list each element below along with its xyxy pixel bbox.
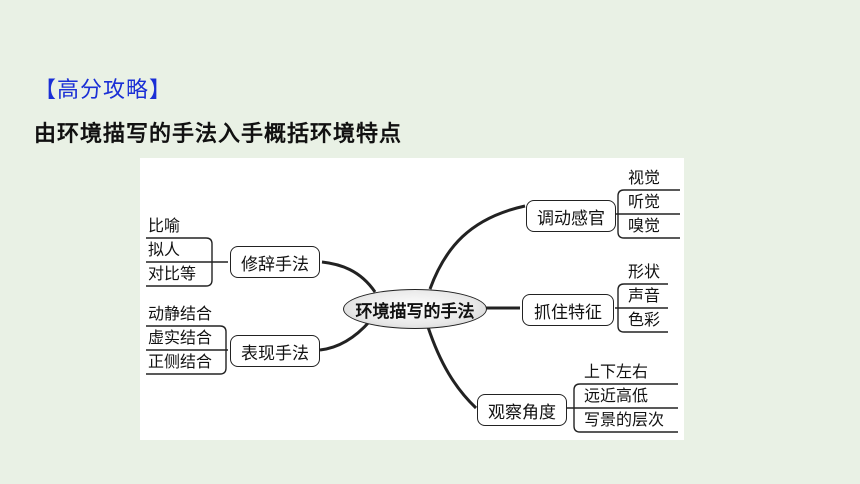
leaf-rhetoric-1: 比喻 (148, 216, 181, 235)
leaf-perspective-1: 上下左右 (584, 362, 649, 381)
leaf-rhetoric-2: 拟人 (148, 240, 181, 259)
leaf-senses-1: 视觉 (628, 168, 661, 187)
leaf-features-1: 形状 (628, 262, 661, 281)
leaf-features-3: 色彩 (628, 310, 661, 329)
leaf-expression-1: 动静结合 (148, 304, 213, 323)
connector-lines (146, 189, 680, 433)
branch-rhetoric: 修辞手法 (230, 246, 320, 278)
branch-features: 抓住特征 (522, 294, 614, 326)
section-subtitle: 由环境描写的手法入手概括环境特点 (34, 122, 403, 147)
leaf-expression-3: 正侧结合 (148, 352, 213, 371)
section-heading: 【高分攻略】 (34, 78, 173, 103)
center-node: 环境描写的手法 (343, 289, 487, 329)
branch-perspective: 观察角度 (477, 394, 567, 426)
leaf-senses-3: 嗅觉 (628, 216, 661, 235)
leaf-features-2: 声音 (628, 286, 661, 305)
leaf-senses-2: 听觉 (628, 192, 661, 211)
branch-senses: 调动感官 (526, 200, 616, 232)
mind-map-diagram: 环境描写的手法 修辞手法 比喻 拟人 对比等 表现手法 动静结合 虚实结合 正侧… (140, 158, 684, 440)
leaf-expression-2: 虚实结合 (148, 328, 213, 347)
branch-expression: 表现手法 (230, 335, 320, 367)
leaf-perspective-2: 远近高低 (584, 386, 649, 405)
leaf-rhetoric-3: 对比等 (148, 264, 197, 283)
leaf-perspective-3: 写景的层次 (584, 410, 665, 429)
